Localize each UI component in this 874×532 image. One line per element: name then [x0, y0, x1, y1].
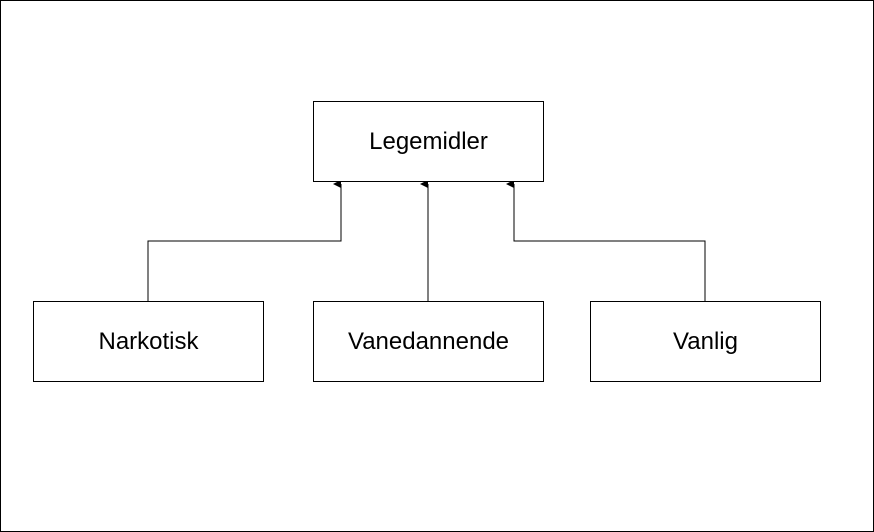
node-vanedannende[interactable]: Vanedannende [313, 301, 544, 382]
node-vanlig[interactable]: Vanlig [590, 301, 821, 382]
connector-narkotisk-to-legemidler [147, 180, 342, 301]
connector-vanlig-to-legemidler [506, 180, 706, 301]
node-label: Vanlig [673, 327, 738, 355]
node-label: Narkotisk [98, 327, 199, 355]
node-legemidler[interactable]: Legemidler [313, 101, 544, 182]
node-narkotisk[interactable]: Narkotisk [33, 301, 264, 382]
node-label: Legemidler [369, 127, 488, 155]
node-label: Vanedannende [347, 327, 510, 355]
